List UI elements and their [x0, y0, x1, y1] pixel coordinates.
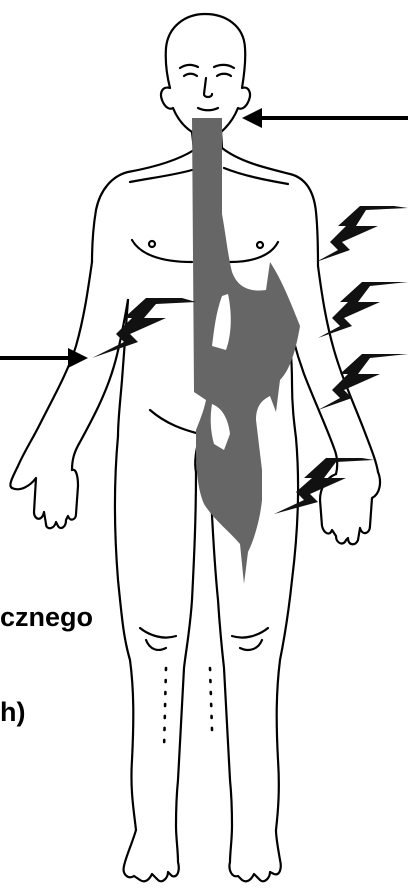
- left-leg-outer: [115, 436, 136, 830]
- right-foot: [229, 826, 280, 881]
- nipple-right: [257, 242, 263, 248]
- left-leg-inner: [176, 472, 196, 826]
- label-line-2: h): [0, 697, 25, 728]
- right-shin-dots: [210, 668, 212, 730]
- lightning-bolt-icon: [318, 354, 408, 410]
- lightning-bolt-icon: [318, 282, 408, 338]
- arrow-icon: [242, 108, 408, 128]
- left-knee: [140, 628, 176, 638]
- eye-right: [217, 74, 231, 76]
- chest-right: [230, 242, 278, 262]
- lightning-bolt-icon: [274, 458, 374, 514]
- eyebrow-left: [180, 65, 198, 68]
- pathway-trunk: [192, 118, 300, 584]
- mouth: [198, 108, 218, 110]
- eye-left: [184, 74, 197, 76]
- label-line-1: cznego: [0, 602, 93, 633]
- chest-left: [132, 240, 192, 262]
- right-leg-outer: [276, 438, 298, 830]
- left-foot: [124, 826, 179, 881]
- right-knee: [232, 628, 268, 638]
- left-hand: [12, 470, 78, 529]
- lightning-bolt-icon: [92, 298, 196, 358]
- lightning-bolt-icon: [316, 206, 408, 262]
- left-knee-lower: [146, 640, 166, 650]
- right-knee-lower: [240, 640, 262, 650]
- nose: [204, 78, 212, 97]
- pathway-shape: [192, 118, 300, 584]
- waist-left: [118, 300, 128, 436]
- left-arm-outer: [10, 262, 92, 488]
- right-shoulder: [222, 148, 318, 266]
- left-shin-dots: [164, 668, 166, 750]
- nipple-left: [149, 241, 155, 247]
- eyebrow-right: [214, 65, 234, 68]
- collarbone-left: [130, 170, 192, 182]
- left-shoulder: [92, 150, 194, 262]
